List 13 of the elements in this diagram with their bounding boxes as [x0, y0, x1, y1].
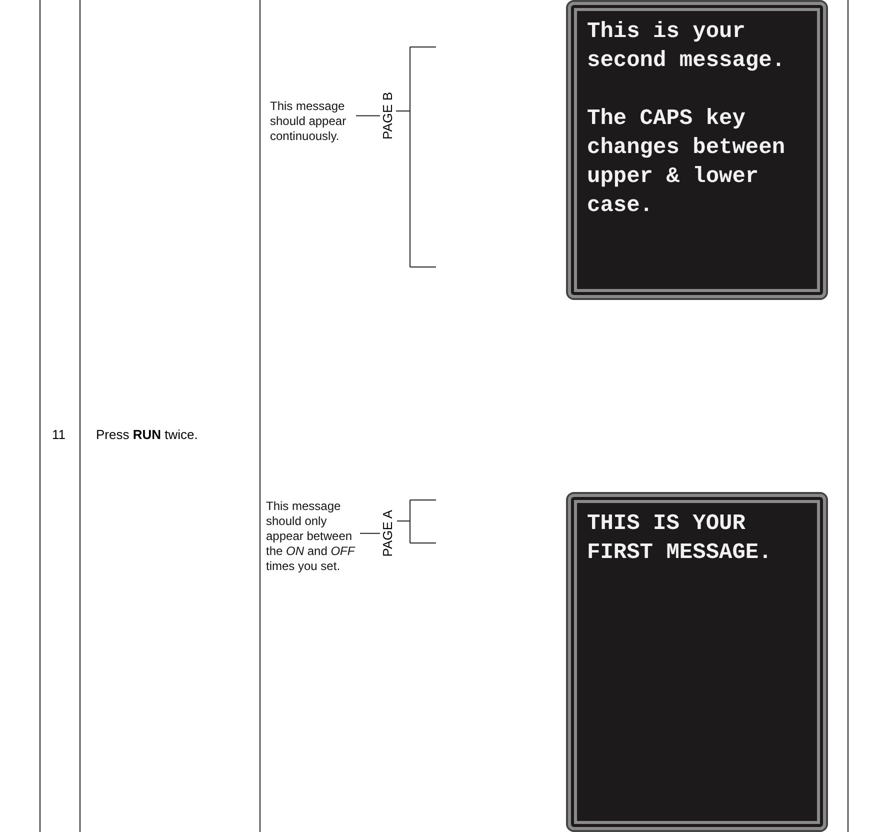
page-label: PAGE B [380, 92, 395, 140]
display-text: The CAPS key changes between upper & lower case. [587, 105, 786, 220]
leader-line [360, 532, 380, 534]
display-text: THIS IS YOUR FIRST MESSAGE. [587, 510, 773, 567]
message-board [568, 2, 826, 298]
step-number: 11 [52, 427, 66, 442]
message-board [568, 494, 826, 830]
instruction-text: Press RUN twice. [96, 427, 198, 442]
leader-line [356, 115, 380, 116]
page-label: PAGE A [380, 510, 395, 557]
note-text: This message should appear continuously. [270, 99, 356, 144]
display-text: This is your second message. [587, 18, 786, 75]
note-text: This message should only appear between the ON and OFF times you set. [266, 499, 360, 574]
